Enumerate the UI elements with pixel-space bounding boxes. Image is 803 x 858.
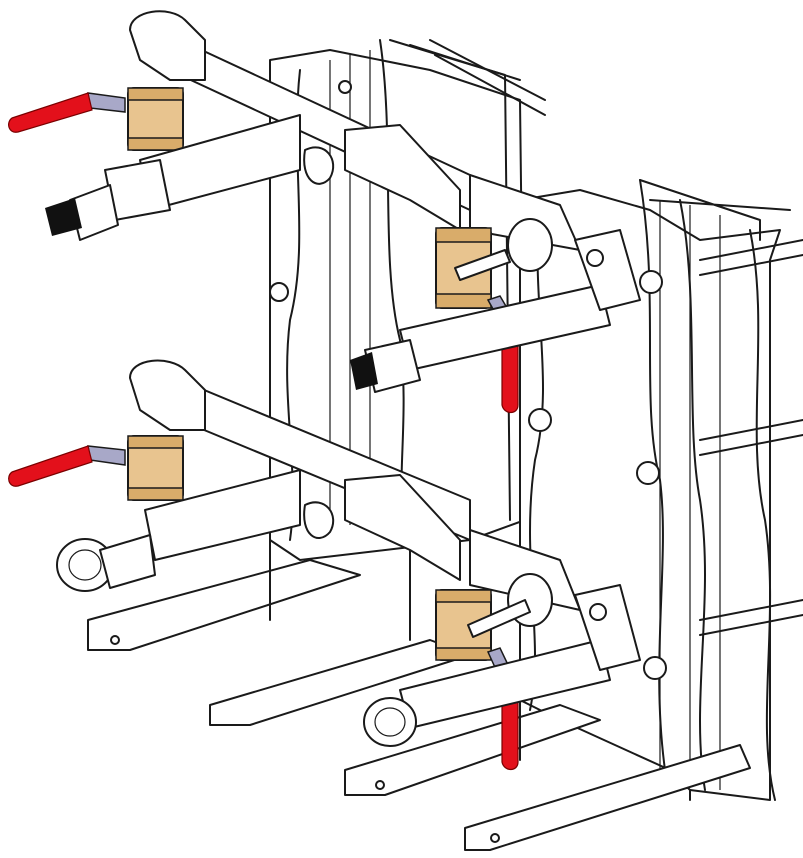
upper-front-valve-handle[interactable] <box>501 329 519 414</box>
upper-front-pipe-assembly <box>344 124 641 414</box>
support-feet <box>87 519 751 851</box>
lower-front-valve-handle[interactable] <box>501 689 519 771</box>
lower-rear-valve-handle[interactable] <box>8 445 93 487</box>
lower-front-pipe-assembly <box>344 474 641 771</box>
upper-front-flow-arrow-icon <box>454 249 511 281</box>
lower-rear-valve-lever[interactable] <box>87 445 126 466</box>
lower-rear-pipe-assembly <box>8 359 471 592</box>
upper-rear-drain-cap-icon <box>45 198 82 236</box>
upper-rear-valve-lever[interactable] <box>87 92 126 113</box>
front-plate-bolt-icon <box>528 408 552 432</box>
lower-front-flow-arrow-icon <box>467 599 531 638</box>
lower-front-union-fitting <box>363 697 417 747</box>
upper-front-drain-cap-icon <box>350 352 378 390</box>
upper-rear-valve-handle[interactable] <box>8 92 93 133</box>
rear-plate-bolt-icon <box>269 282 289 302</box>
